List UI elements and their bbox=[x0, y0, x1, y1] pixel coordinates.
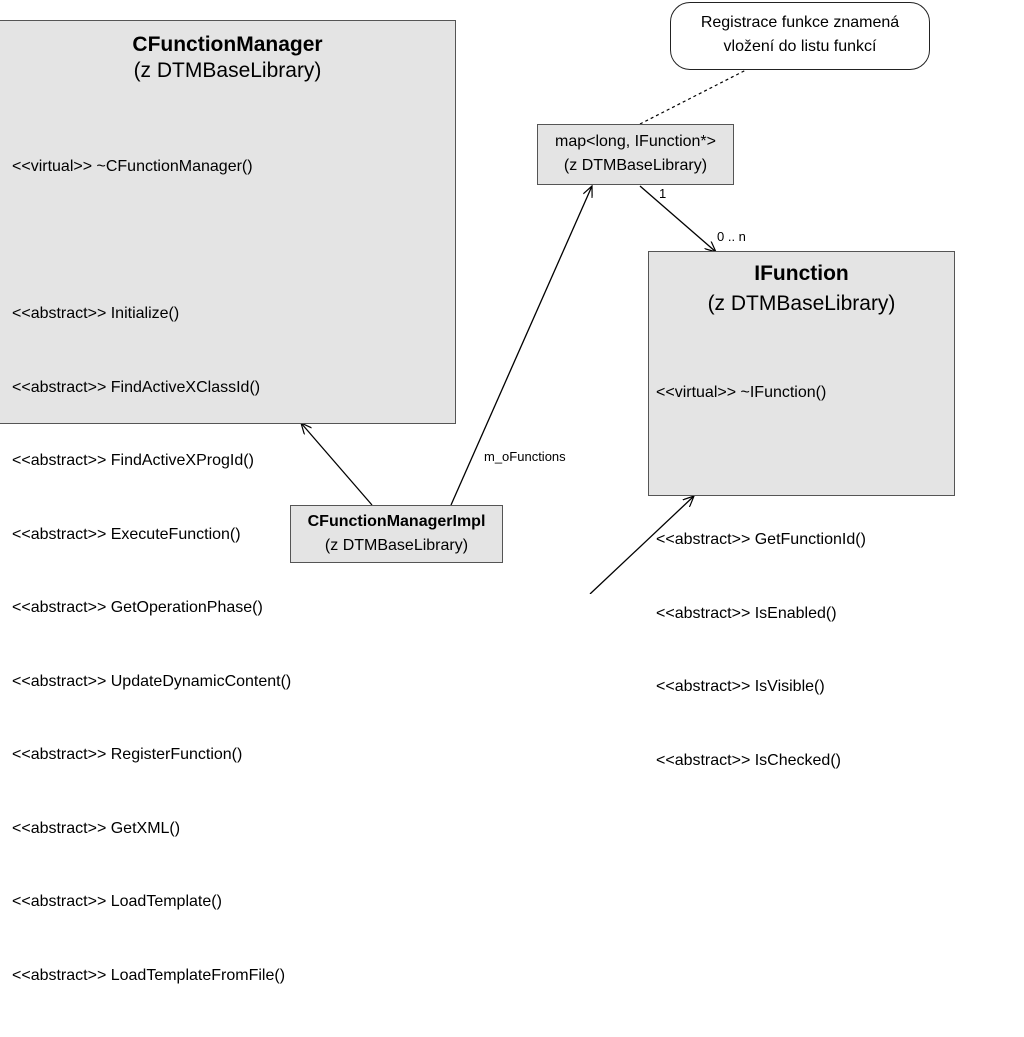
member: <<abstract>> UpdateDynamicContent() bbox=[12, 672, 292, 690]
member-spacer bbox=[12, 229, 455, 254]
comment-note[interactable]: Registrace funkce znamená vložení do lis… bbox=[670, 2, 930, 70]
member-list: <<virtual>> ~CFunctionManager() <<abstra… bbox=[0, 106, 455, 1037]
member: <<abstract>> IsVisible() bbox=[656, 678, 825, 695]
class-name: CFunctionManagerImpl bbox=[307, 513, 486, 530]
member: <<abstract>> IsChecked() bbox=[656, 751, 841, 769]
member: <<abstract>> LoadTemplateFromFile() bbox=[12, 966, 286, 984]
member: <<abstract>> LoadTemplate() bbox=[12, 893, 222, 910]
member: <<abstract>> RegisterFunction() bbox=[12, 746, 243, 763]
multiplicity-one: 1 bbox=[659, 186, 667, 201]
member: <<virtual>> ~IFunction() bbox=[656, 384, 827, 401]
class-name: map<long, IFunction*> bbox=[555, 133, 716, 150]
impl-to-manager-link bbox=[301, 423, 373, 506]
class-stereotype: (z DTMBaseLibrary) bbox=[133, 59, 322, 82]
member: <<abstract>> GetOperationPhase() bbox=[12, 599, 263, 616]
class-map[interactable]: map<long, IFunction*> (z DTMBaseLibrary) bbox=[537, 124, 734, 185]
member: <<abstract>> FindActiveXProgId() bbox=[12, 452, 254, 469]
member-list: <<virtual>> ~IFunction() <<abstract>> Ge… bbox=[649, 332, 954, 822]
member: <<abstract>> IsEnabled() bbox=[656, 604, 837, 622]
class-cfunctionmanagerimpl[interactable]: CFunctionManagerImpl (z DTMBaseLibrary) bbox=[290, 505, 503, 563]
map-to-ifunction-link bbox=[639, 185, 716, 252]
incoming-ifunction-link bbox=[589, 496, 694, 594]
member: <<abstract>> FindActiveXClassId() bbox=[12, 378, 261, 396]
member: <<abstract>> Initialize() bbox=[12, 305, 180, 322]
member: <<abstract>> ExecuteFunction() bbox=[12, 525, 241, 543]
member: <<abstract>> GetXML() bbox=[12, 819, 181, 837]
class-name: CFunctionManager bbox=[132, 33, 323, 56]
class-name: IFunction bbox=[754, 262, 849, 285]
class-ifunction[interactable]: IFunction (z DTMBaseLibrary) <<virtual>>… bbox=[648, 251, 955, 769]
class-stereotype: (z DTMBaseLibrary) bbox=[324, 537, 469, 554]
note-line: vložení do listu funkcí bbox=[723, 38, 877, 55]
impl-to-map-link bbox=[450, 186, 592, 506]
note-anchor-line bbox=[639, 69, 747, 125]
class-stereotype: (z DTMBaseLibrary) bbox=[563, 157, 708, 174]
connectors bbox=[0, 69, 747, 594]
member-spacer bbox=[656, 455, 954, 480]
class-cfunctionmanager[interactable]: CFunctionManager (z DTMBaseLibrary) <<vi… bbox=[0, 20, 456, 984]
multiplicity-many: 0 .. n bbox=[717, 229, 746, 244]
note-line: Registrace funkce znamená bbox=[700, 14, 900, 31]
class-stereotype: (z DTMBaseLibrary) bbox=[707, 292, 896, 315]
member: <<abstract>> GetFunctionId() bbox=[656, 531, 866, 548]
role-label: m_oFunctions bbox=[484, 449, 566, 464]
member: <<virtual>> ~CFunctionManager() bbox=[12, 158, 253, 175]
